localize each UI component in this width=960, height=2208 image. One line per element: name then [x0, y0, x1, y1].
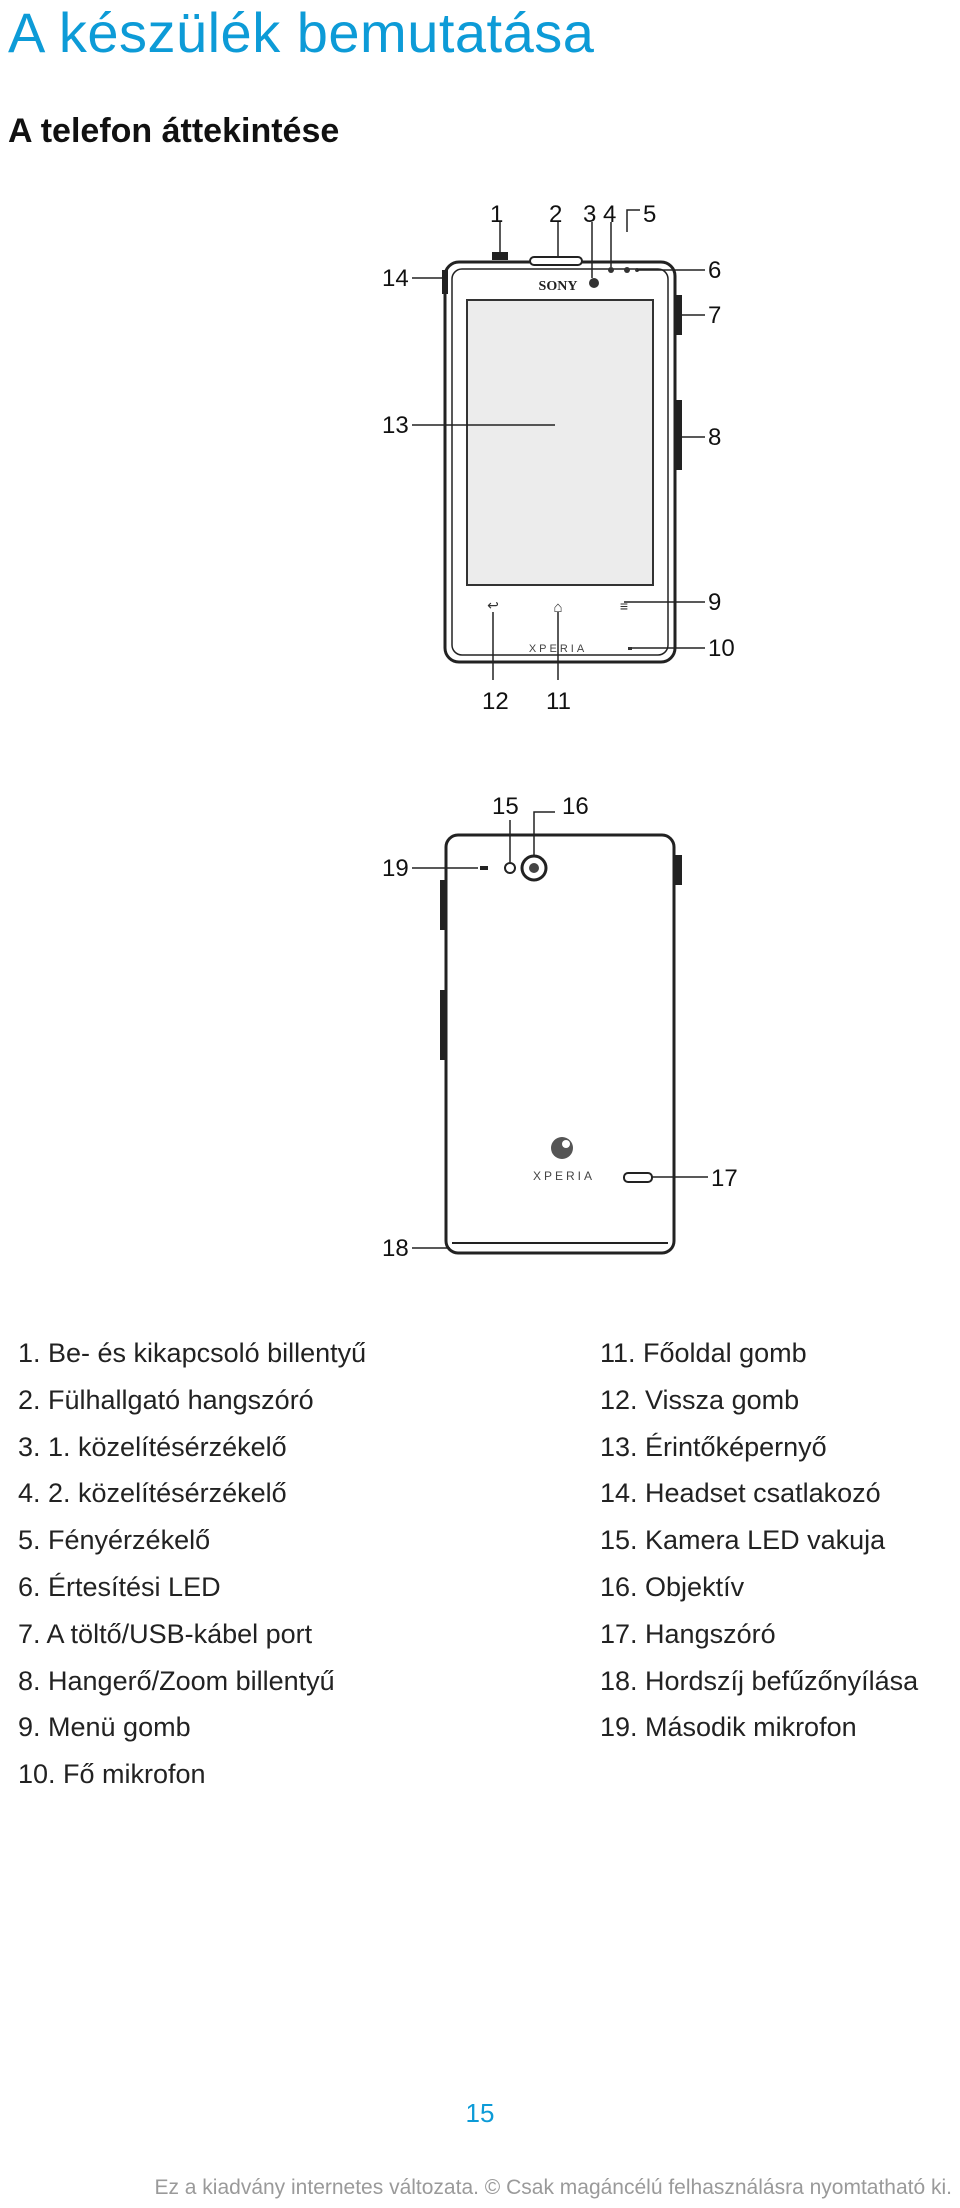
back-side-key-left-2	[440, 990, 446, 1060]
callout-19: 19	[382, 855, 409, 882]
legend-item: 18. Hordszíj befűzőnyílása	[600, 1665, 919, 1696]
callout-18: 18	[382, 1235, 409, 1262]
proximity-sensor-2	[608, 267, 614, 273]
menu-key-icon: ≡	[620, 598, 628, 614]
callout-16: 16	[562, 793, 589, 820]
callout-10: 10	[708, 635, 735, 662]
callout-2: 2	[549, 201, 562, 228]
legend-item: 11. Főoldal gomb	[600, 1338, 807, 1368]
legend-item: 19. Második mikrofon	[600, 1712, 857, 1743]
legend-item: 7. A töltő/USB-kábel port	[18, 1618, 313, 1649]
callout-3: 3	[583, 201, 596, 228]
camera-lens-inner	[529, 863, 539, 873]
legend-item: 2. Fülhallgató hangszóró	[18, 1384, 314, 1415]
section-subtitle: A telefon áttekintése	[8, 112, 340, 150]
touchscreen	[466, 299, 654, 586]
callout-5: 5	[643, 201, 656, 228]
callout-14: 14	[382, 265, 409, 292]
legend-item: 6. Értesítési LED	[18, 1571, 221, 1602]
legend-item: 12. Vissza gomb	[600, 1384, 800, 1415]
legend-item: 1. Be- és kikapcsoló billentyű	[18, 1338, 367, 1368]
earpiece-speaker	[529, 256, 583, 266]
legend-item: 10. Fő mikrofon	[18, 1759, 206, 1790]
callout-11: 11	[546, 688, 571, 715]
footer-note: Ez a kiadvány internetes változata. © Cs…	[154, 2176, 952, 2199]
legend-item: 8. Hangerő/Zoom billentyű	[18, 1665, 335, 1696]
back-side-key-upper	[674, 855, 682, 885]
front-callout-numbers: 1 2 3 4 5 6 7 8 9 10 11 12 13 14	[382, 201, 735, 715]
legend-item: 17. Hangszóró	[600, 1618, 776, 1649]
callout-4: 4	[603, 201, 616, 228]
callout-13: 13	[382, 412, 409, 439]
legend-list-left: 1. Be- és kikapcsoló billentyű 2. Fülhal…	[18, 1330, 366, 1798]
legend-item: 16. Objektív	[600, 1571, 745, 1602]
model-logo-front: XPERIA	[529, 643, 587, 655]
callout-8: 8	[708, 424, 721, 451]
back-leader-lines	[412, 811, 708, 1249]
legend-item: 4. 2. közelítésérzékelő	[18, 1478, 287, 1509]
callout-12: 12	[482, 688, 509, 715]
light-sensor	[624, 267, 630, 273]
page-number: 15	[465, 2098, 495, 2128]
legend-item: 9. Menü gomb	[18, 1712, 191, 1743]
phone-back-diagram: XPERIA 15 16 17 18 19	[382, 793, 738, 1262]
front-camera-sensor	[589, 278, 599, 288]
home-key-icon: ⌂	[553, 599, 562, 616]
legend-item: 14. Headset csatlakozó	[600, 1478, 881, 1509]
power-key	[492, 252, 508, 260]
brand-logo: SONY	[539, 279, 578, 294]
callout-1: 1	[490, 201, 503, 228]
back-callout-numbers: 15 16 17 18 19	[382, 793, 738, 1262]
model-logo-back: XPERIA	[533, 1169, 595, 1183]
legend-item: 5. Fényérzékelő	[18, 1525, 211, 1556]
callout-17: 17	[711, 1165, 738, 1192]
loudspeaker	[623, 1172, 653, 1183]
legend-item: 15. Kamera LED vakuja	[600, 1525, 886, 1556]
brand-emblem	[551, 1137, 573, 1159]
headset-jack	[442, 270, 448, 294]
volume-zoom-key	[674, 400, 682, 470]
legend-item: 13. Érintőképernyő	[600, 1431, 827, 1462]
phone-front-diagram: SONY ↩ ⌂ ≡ XPERIA 1 2 3 4 5 6 7 8 9 10 1…	[382, 201, 735, 715]
legend-item: 3. 1. közelítésérzékelő	[18, 1431, 287, 1462]
side-key-upper	[674, 295, 682, 335]
callout-7: 7	[708, 302, 721, 329]
camera-led-flash	[504, 862, 516, 874]
callout-15: 15	[492, 793, 519, 820]
page-title: A készülék bemutatása	[8, 1, 595, 64]
callout-9: 9	[708, 589, 721, 616]
main-microphone	[628, 647, 632, 650]
legend-list-right: 11. Főoldal gomb 12. Vissza gomb 13. Éri…	[600, 1330, 918, 1751]
back-side-key-left-1	[440, 880, 446, 930]
back-key-icon: ↩	[487, 597, 499, 613]
phone-back-body	[444, 833, 676, 1255]
callout-6: 6	[708, 257, 721, 284]
second-microphone	[480, 866, 488, 870]
front-leader-lines	[412, 209, 705, 680]
